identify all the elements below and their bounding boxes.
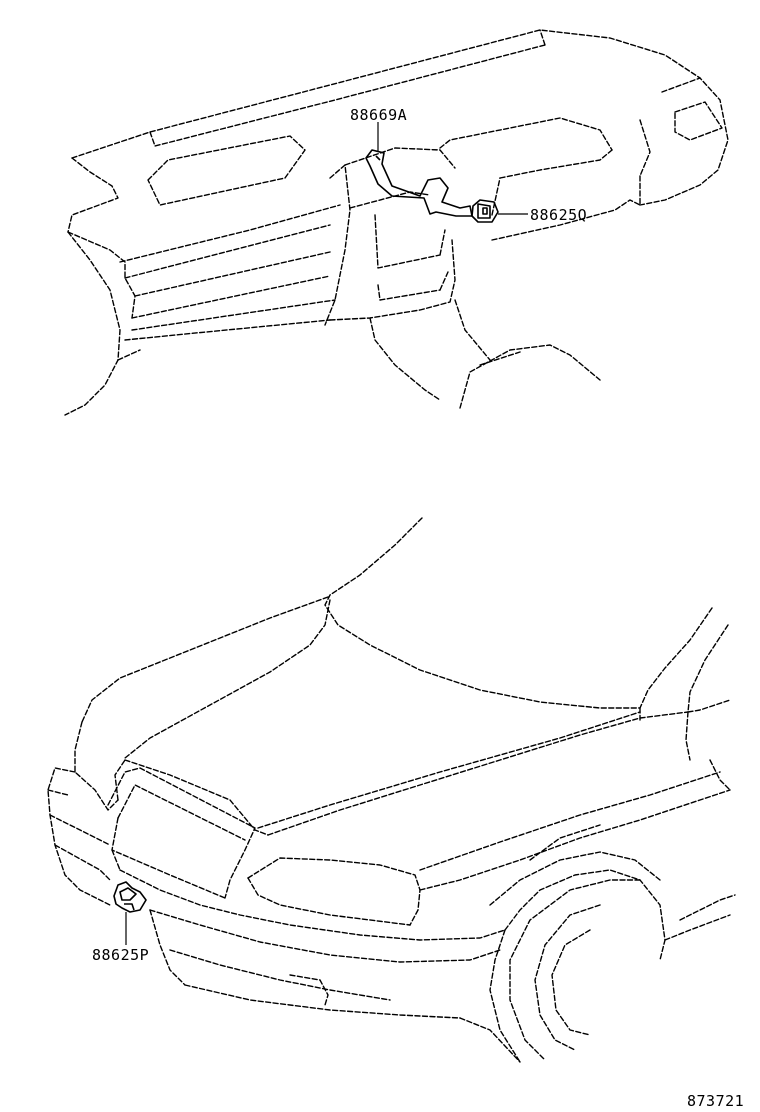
car-front-illustration: [47, 517, 736, 1063]
part-label-88625p: 88625P: [92, 946, 149, 964]
sensor-unit-icon: [113, 881, 147, 913]
figure-number: 873721: [687, 1092, 744, 1110]
sensor-unit-icon: [471, 199, 499, 223]
sensor-wire-icon: [365, 149, 473, 217]
part-label-88669a: 88669A: [350, 106, 407, 124]
dashboard-illustration: [64, 29, 729, 416]
part-label-88625q: 88625Q: [530, 206, 587, 224]
